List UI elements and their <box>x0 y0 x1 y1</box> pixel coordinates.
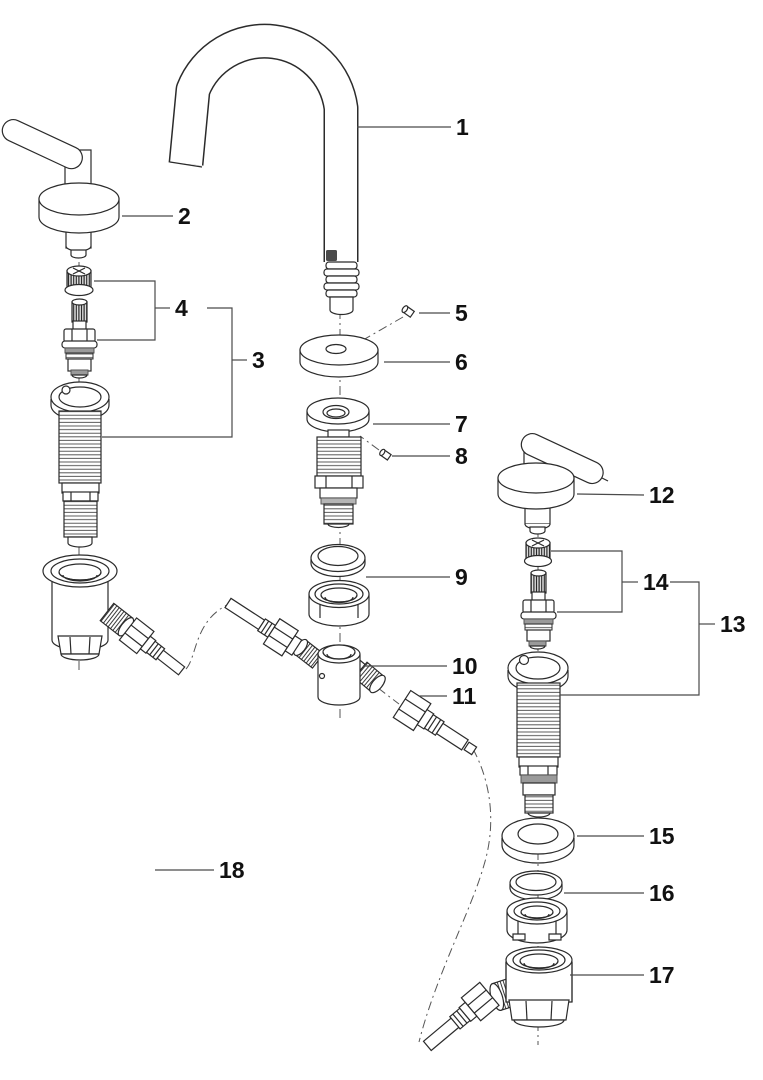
part-shank-right <box>507 651 569 818</box>
axis-lines <box>78 205 539 1045</box>
drain-hose <box>118 617 186 676</box>
leader-12 <box>576 493 645 496</box>
part-tee-connector <box>293 638 386 706</box>
callout-label-5-set-screw-top: 5 <box>455 300 468 326</box>
set-screw-top <box>401 305 416 318</box>
callout-label-7-spout-mounting-flange: 7 <box>455 411 468 437</box>
callout-label-14-cartridge-and-adapter-right: 14 <box>643 569 669 595</box>
part-seal-ring-nut <box>308 543 370 627</box>
callout-label-3-valve-shank-assembly-left: 3 <box>252 347 265 373</box>
hose-bottom <box>422 981 500 1052</box>
part-spout <box>168 23 360 316</box>
part-seal-mounting-nut <box>506 870 568 944</box>
callout-label-1-spout: 1 <box>456 114 469 140</box>
callout-leaders <box>94 126 715 976</box>
part-handle-left <box>1 119 120 259</box>
part-handle-right <box>497 433 609 535</box>
callout-label-8-set-screw-flange: 8 <box>455 443 468 469</box>
handle-flange-right <box>497 462 575 494</box>
bracket-13 <box>560 581 700 696</box>
bracket-4 <box>94 280 156 341</box>
callout-label-18-connection-hoses: 18 <box>219 857 245 883</box>
callout-label-9-seal-and-ring-nut: 9 <box>455 564 468 590</box>
drain-elbow-left <box>42 554 186 676</box>
part-hose-nut-right <box>392 689 478 756</box>
part-escutcheon <box>299 334 379 378</box>
part-adapter-cartridge-right <box>520 537 557 650</box>
bracket-3 <box>102 307 233 438</box>
part-elbow-connector <box>489 946 573 1028</box>
hose-axis-curve-left <box>185 604 228 670</box>
part-shank-left <box>50 381 110 548</box>
callout-label-6-spout-escutcheon: 6 <box>455 349 468 375</box>
set-screw-flange <box>379 448 392 461</box>
callout-label-11-hose-union-nut-right: 11 <box>452 683 477 709</box>
bracket-14 <box>551 550 623 613</box>
spout-logo-mark <box>326 250 337 261</box>
callout-label-4-cartridge-and-adapter-left: 4 <box>175 295 188 321</box>
callout-label-16-seal-and-mounting-nut: 16 <box>649 880 675 906</box>
handle-lever-left <box>1 119 83 170</box>
handle-flange-left <box>38 182 120 216</box>
callout-label-12-lever-handle-right: 12 <box>649 482 675 508</box>
hose-axis-curve-right <box>418 748 492 1043</box>
callout-label-2-lever-handle-left: 2 <box>178 203 191 229</box>
part-mounting-flange <box>306 397 370 529</box>
callout-label-13-valve-shank-assembly-right: 13 <box>720 611 746 637</box>
callout-label-10-tee-connector: 10 <box>452 653 478 679</box>
spout-base-cylinder <box>329 296 354 316</box>
callout-label-15-washer: 15 <box>649 823 675 849</box>
part-washer <box>501 817 575 864</box>
hose-mid-left <box>224 597 303 657</box>
part-adapter-cartridge-left <box>61 265 98 379</box>
callout-label-17-elbow-connector: 17 <box>649 962 675 988</box>
